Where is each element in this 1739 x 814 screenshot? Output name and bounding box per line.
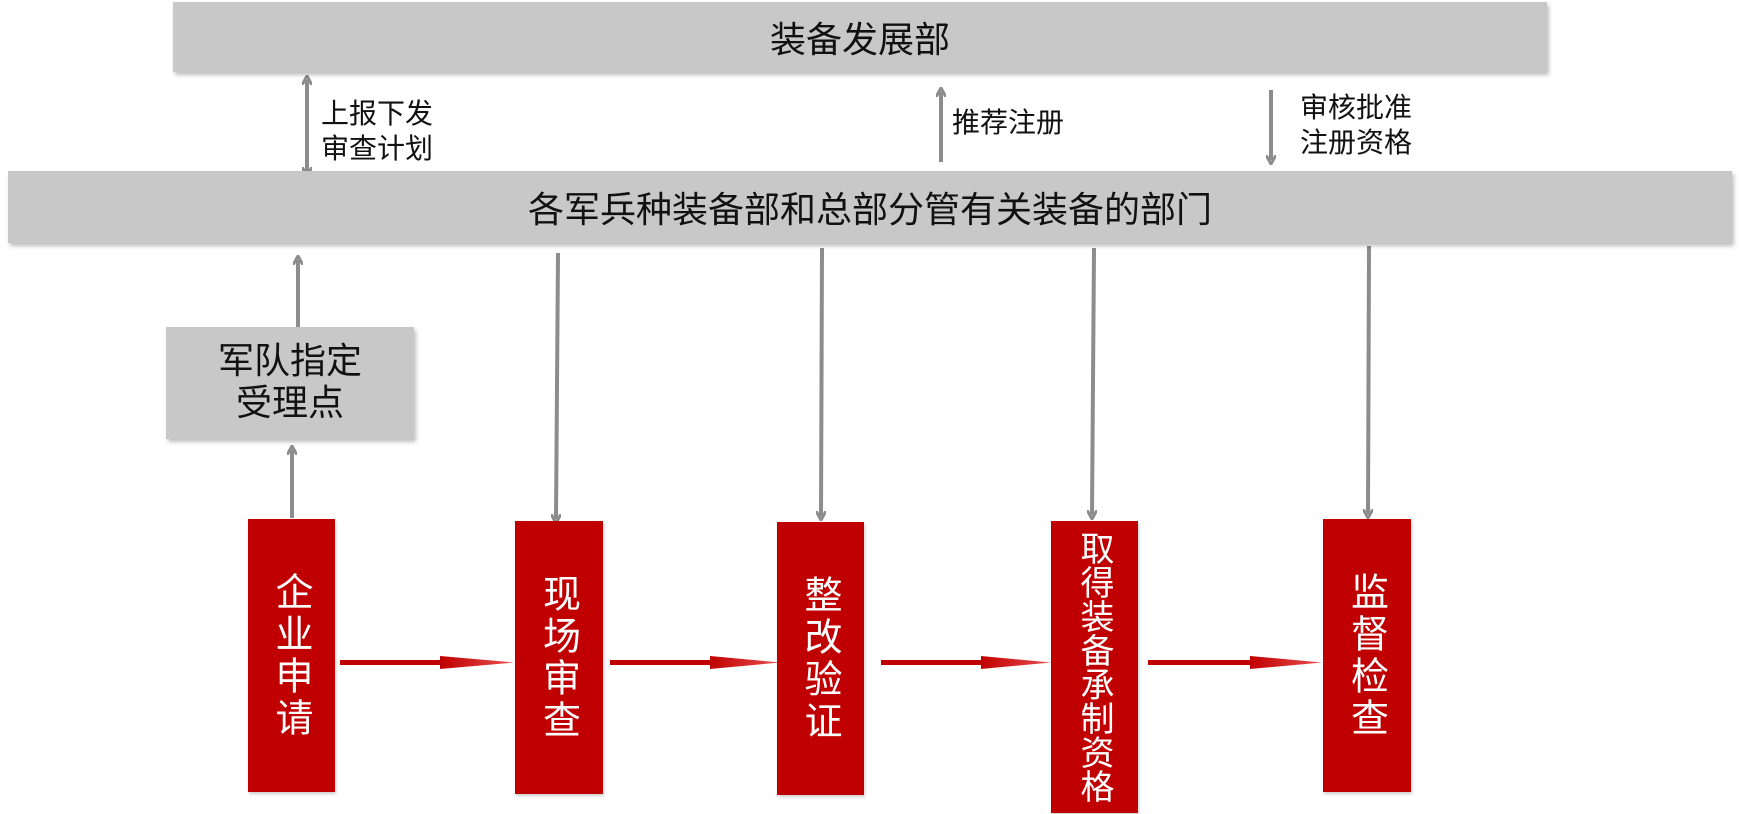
step-supervision-inspection: 监督检查 bbox=[1323, 519, 1411, 792]
step-label: 企业申请 bbox=[269, 571, 313, 740]
approve-line1: 审核批准 bbox=[1300, 91, 1413, 124]
top-department-label: 装备发展部 bbox=[769, 20, 950, 61]
department-to-supervision-arrow bbox=[1368, 245, 1369, 514]
flow-arrow-4 bbox=[1148, 656, 1322, 669]
step-label: 监督检查 bbox=[1344, 571, 1389, 740]
step-obtain-qualification: 取得装备承制资格 bbox=[1051, 521, 1138, 813]
step-label: 现场审查 bbox=[536, 573, 581, 742]
step-enterprise-application: 企业申请 bbox=[248, 519, 335, 792]
step-rectification-verification: 整改验证 bbox=[777, 522, 864, 795]
approve-line2: 注册资格 bbox=[1300, 126, 1413, 159]
middle-department-label: 各军兵种装备部和总部分管有关装备的部门 bbox=[527, 190, 1212, 231]
step-onsite-review: 现场审查 bbox=[515, 521, 603, 794]
report-plan-label: 上报下发 审查计划 bbox=[321, 96, 433, 166]
report-plan-line1: 上报下发 bbox=[321, 97, 434, 130]
department-to-qualification-arrow bbox=[1092, 247, 1094, 515]
acceptance-point-label: 军队指定受理点 bbox=[217, 341, 362, 424]
flow-arrow-1 bbox=[340, 656, 514, 669]
report-plan-line2: 审查计划 bbox=[321, 132, 434, 165]
acceptance-point-box: 军队指定受理点 bbox=[166, 327, 414, 439]
step-label: 整改验证 bbox=[798, 574, 842, 743]
step-label: 取得装备承制资格 bbox=[1074, 531, 1114, 803]
recommend-label: 推荐注册 bbox=[952, 105, 1064, 140]
flow-arrow-2 bbox=[610, 656, 780, 669]
flow-arrow-3 bbox=[881, 656, 1051, 669]
department-to-onsite-arrow bbox=[556, 252, 558, 519]
approve-label: 审核批准 注册资格 bbox=[1300, 90, 1412, 160]
service-equipment-departments: 各军兵种装备部和总部分管有关装备的部门 bbox=[8, 171, 1732, 243]
recommend-text: 推荐注册 bbox=[952, 106, 1065, 139]
department-to-rectify-arrow bbox=[821, 247, 822, 516]
equipment-development-department: 装备发展部 bbox=[173, 2, 1547, 72]
